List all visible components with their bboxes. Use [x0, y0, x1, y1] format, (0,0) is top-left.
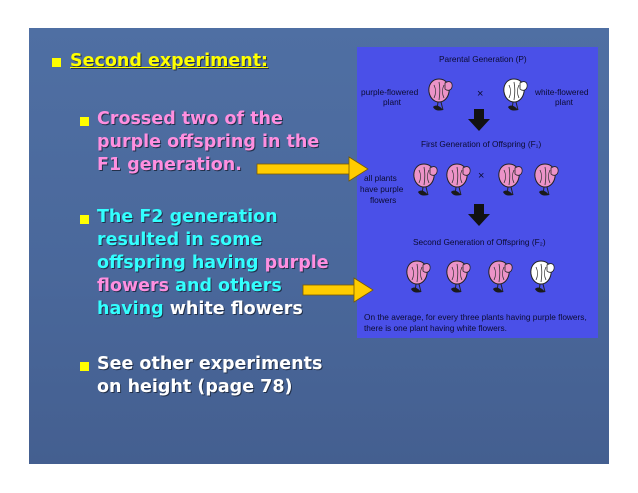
- f1-title: First Generation of Offspring (F₁): [421, 139, 542, 149]
- down-arrow-icon: [468, 109, 490, 131]
- purple-plant-label-2: plant: [383, 97, 401, 107]
- bullet-1-line-3: F1 generation.: [97, 155, 242, 175]
- slide-heading: Second experiment:: [70, 51, 269, 71]
- bullet-2-line-5: having white flowers: [97, 298, 303, 321]
- bullet-marker: [52, 58, 61, 67]
- cross-symbol: ×: [477, 88, 484, 100]
- bullet-2-white-flowers: white flowers: [163, 299, 303, 319]
- mendel-diagram-panel: Parental Generation (P) purple-flowered …: [357, 47, 598, 338]
- down-arrow-icon: [468, 204, 490, 226]
- arrow-right-icon: [256, 156, 369, 182]
- bullet-1-line-1: Crossed two of the: [97, 109, 283, 129]
- bullet-1-line-2: purple offspring in the: [97, 132, 320, 152]
- bullet-3-line-1: See other experiments: [97, 354, 323, 374]
- bullet-2-text: and others: [169, 276, 282, 296]
- purple-plant-label-1: purple-flowered: [361, 87, 419, 97]
- bullet-marker: [80, 215, 89, 224]
- parental-generation-title: Parental Generation (P): [439, 54, 527, 64]
- f1-note-3: flowers: [370, 195, 397, 205]
- caption-line-2: there is one plant having white flowers.: [364, 323, 507, 333]
- caption-line-1: On the average, for every three plants h…: [364, 312, 587, 322]
- bullet-2-line-1: The F2 generation: [97, 207, 278, 227]
- cross-symbol: ×: [478, 170, 485, 182]
- bullet-2-line-2: resulted in some: [97, 230, 263, 250]
- f1-note-2: have purple: [360, 184, 404, 194]
- white-plant-label-1: white-flowered: [535, 87, 589, 97]
- bullet-2-line-4: flowers and others: [97, 275, 282, 298]
- bullet-marker: [80, 117, 89, 126]
- bullet-3-line-2: on height (page 78): [97, 377, 293, 397]
- bullet-2-line-3: offspring having purple: [97, 252, 329, 275]
- white-plant-label-2: plant: [555, 97, 573, 107]
- f1-note-1: all plants: [364, 173, 397, 183]
- bullet-2-purple-word: purple: [264, 253, 329, 273]
- f2-title: Second Generation of Offspring (F₂): [413, 237, 546, 247]
- diagram-graphics: [406, 78, 559, 294]
- bullet-marker: [80, 362, 89, 371]
- bullet-2-text: offspring having: [97, 253, 265, 273]
- bullet-2-flowers-word: flowers: [97, 276, 170, 296]
- arrow-right-icon: [302, 277, 374, 303]
- bullet-2-text: having: [97, 299, 164, 319]
